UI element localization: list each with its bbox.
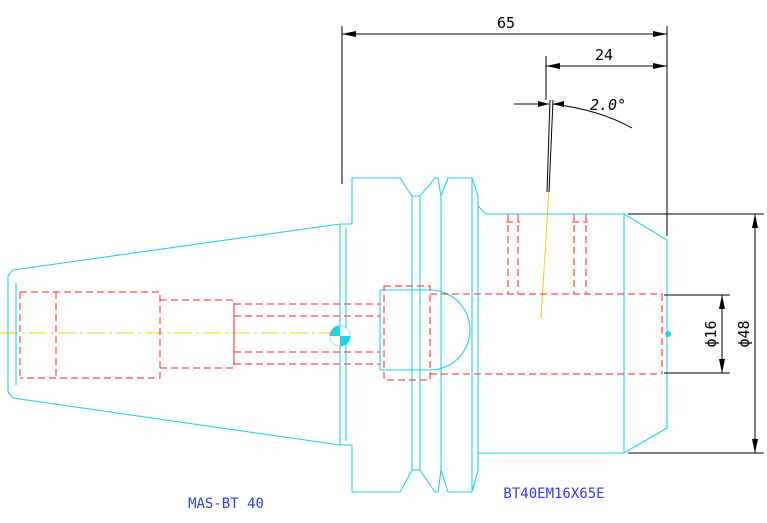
set-screw-hole-2 [572, 214, 588, 294]
dimension-phi48: ϕ48 [628, 213, 764, 454]
dim-24-arrow-right [653, 63, 667, 69]
pull-stud-bore [160, 299, 235, 369]
dim-16-arrow-top [719, 295, 725, 309]
center-lines [0, 189, 550, 334]
dim-48-text: ϕ48 [735, 320, 753, 347]
spindle-standard-label: MAS-BT 40 [188, 496, 264, 512]
taper-outline [7, 223, 341, 446]
tool-holder-outline [7, 177, 671, 493]
dim-16-arrow-bottom [719, 359, 725, 373]
hidden-features [19, 214, 663, 381]
dimension-phi16: ϕ16 [664, 294, 730, 374]
angle-centerline [540, 189, 550, 319]
dimension-24: 24 [545, 46, 667, 100]
angle-line-1 [546, 99, 551, 193]
angle-text: 2.0° [590, 96, 626, 114]
angle-line-2 [548, 99, 554, 193]
body-outline [477, 205, 668, 470]
coolant-bore [233, 303, 380, 365]
drive-slot [380, 289, 471, 371]
dim-65-text: 65 [497, 14, 515, 32]
second-flange [440, 177, 479, 493]
part-number-label: BT40EM16X65E [503, 486, 604, 502]
dim-24-arrow-left [546, 63, 560, 69]
angle-arrow-right [553, 101, 564, 107]
dim-65-arrow-right [653, 31, 667, 37]
dimension-angle: 2.0° [514, 96, 633, 193]
taper-bore [20, 291, 161, 379]
dim-65-arrow-left [342, 31, 356, 37]
dim-48-arrow-top [752, 214, 758, 228]
center-marker-quadrant-2 [330, 336, 340, 346]
drive-slot-hidden [383, 285, 431, 381]
v-groove [412, 177, 442, 493]
dim-16-text: ϕ16 [702, 320, 720, 347]
bore-end-marker [665, 331, 671, 337]
center-marker-quadrant [340, 326, 350, 336]
dim-24-text: 24 [595, 46, 613, 64]
angle-arrow-left [538, 101, 549, 107]
set-screw-hole-1 [506, 214, 520, 294]
dim-48-arrow-bottom [752, 439, 758, 453]
dimension-65: 65 [341, 14, 668, 236]
flange-step [340, 177, 413, 493]
